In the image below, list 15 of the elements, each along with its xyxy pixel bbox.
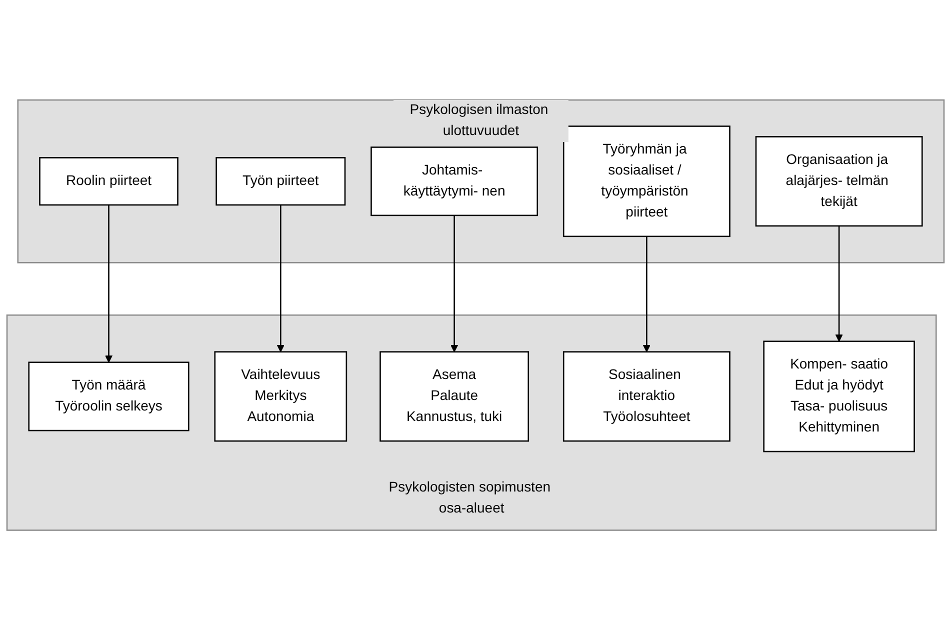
node-box: Kompen- saatio Edut ja hyödyt Tasa- puolisuus Kehittyminen bbox=[763, 340, 915, 452]
arrow bbox=[642, 236, 651, 352]
node-box: Sosiaalinen interaktio Työolosuhteet bbox=[562, 351, 730, 442]
node-box: Johtamis- käyttäytymi- nen bbox=[370, 146, 538, 216]
node-box: Asema Palaute Kannustus, tuki bbox=[380, 351, 530, 442]
node-box: Työryhmän ja sosiaaliset / työympäristön piirteet bbox=[562, 125, 730, 237]
node-box: Organisaation ja alajärjes- telmän tekijät bbox=[755, 136, 923, 226]
node-box: Työn määrä Työroolin selkeys bbox=[28, 362, 190, 432]
arrow bbox=[104, 204, 113, 363]
arrow bbox=[450, 215, 458, 352]
arrow bbox=[835, 226, 843, 342]
node-box: Vaihtelevuus Merkitys Autonomia bbox=[214, 351, 348, 442]
node-box: Roolin piirteet bbox=[39, 156, 178, 206]
node-box: Työn piirteet bbox=[216, 156, 346, 206]
arrow bbox=[276, 204, 284, 352]
